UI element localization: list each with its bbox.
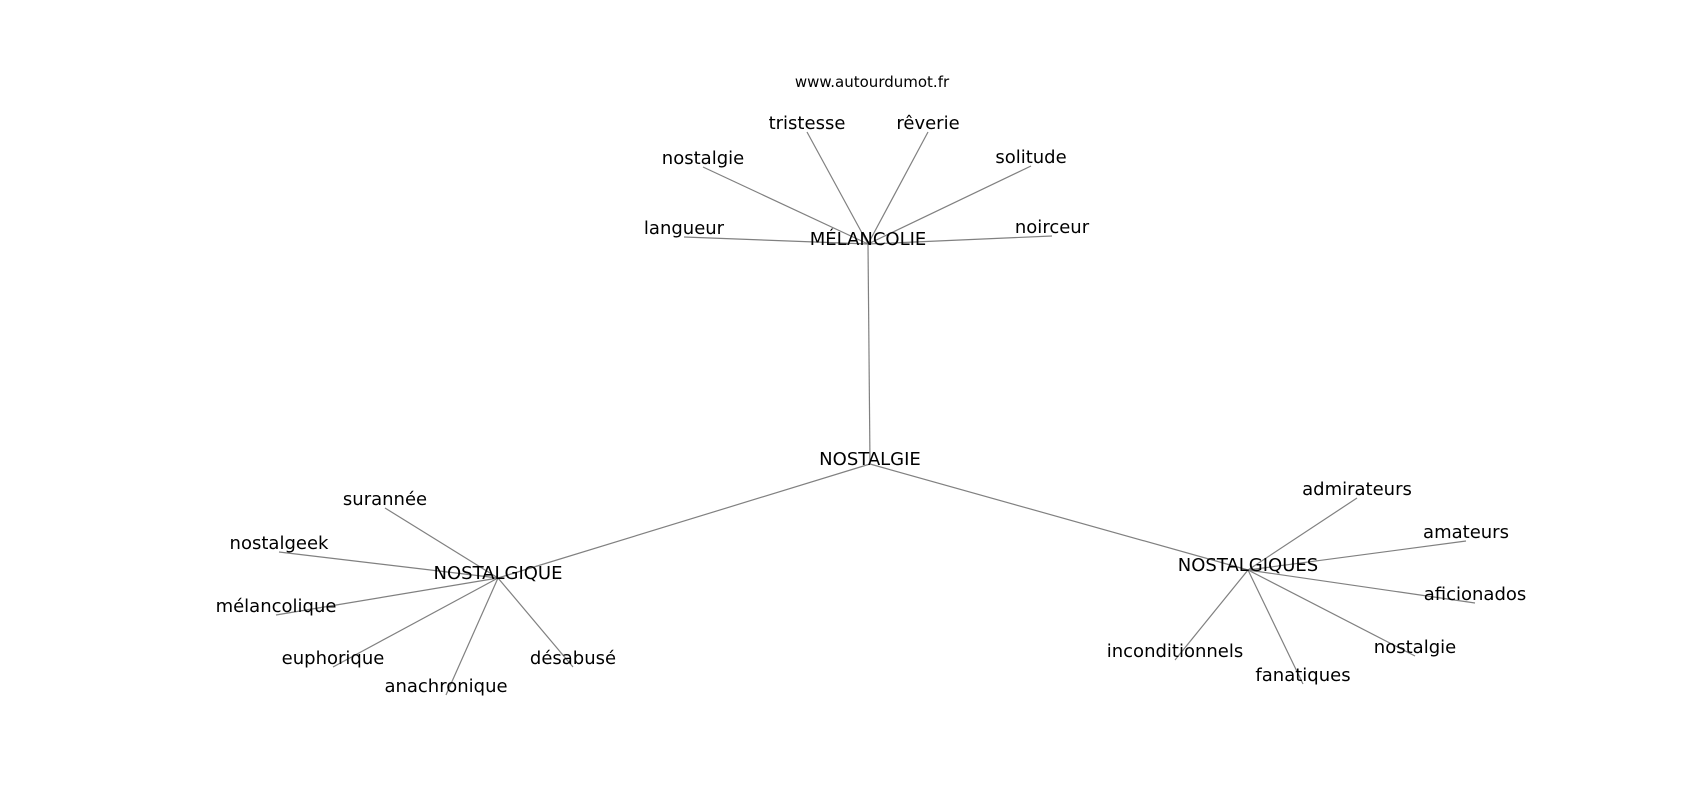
- edge-nostalgiques-leaf: [1247, 540, 1467, 571]
- hub-node-melancolie[interactable]: MÉLANCOLIE: [809, 229, 927, 250]
- leaf-node[interactable]: tristesse: [768, 113, 846, 134]
- leaf-node[interactable]: admirateurs: [1302, 479, 1412, 500]
- hub-node-nostalgiques[interactable]: NOSTALGIQUES: [1177, 555, 1319, 576]
- edge-nostalgiques-leaf: [1247, 569, 1416, 657]
- edge-melancolie-leaf: [702, 166, 869, 245]
- edge-nostalgiques-leaf: [1247, 569, 1476, 604]
- leaf-node[interactable]: nostalgie: [661, 148, 745, 169]
- leaf-node[interactable]: fanatiques: [1255, 665, 1351, 686]
- site-label: www.autourdumot.fr: [794, 73, 950, 91]
- edge-nostalgique-leaf: [384, 507, 499, 579]
- leaf-node[interactable]: inconditionnels: [1106, 641, 1244, 662]
- leaf-node[interactable]: anachronique: [384, 676, 508, 697]
- edge-nostalgiques-leaf: [1247, 497, 1358, 571]
- leaf-node[interactable]: langueur: [643, 218, 725, 239]
- root-node[interactable]: NOSTALGIE: [819, 449, 921, 470]
- edge-nostalgique-leaf: [275, 577, 499, 616]
- edge-nostalgique-leaf: [445, 577, 499, 696]
- edge-nostalgique-leaf: [278, 551, 499, 579]
- leaf-node[interactable]: amateurs: [1423, 522, 1509, 543]
- edge-melancolie-leaf: [683, 236, 869, 245]
- leaf-node[interactable]: surannée: [342, 489, 428, 510]
- edge-nostalgiques-leaf: [1174, 569, 1249, 661]
- edge-melancolie-leaf: [806, 131, 869, 245]
- edge-melancolie-leaf: [867, 131, 929, 245]
- leaf-node[interactable]: nostalgie: [1373, 637, 1457, 658]
- edge-nostalgiques-leaf: [1247, 569, 1304, 685]
- leaf-node[interactable]: noirceur: [1014, 217, 1090, 238]
- leaf-node[interactable]: mélancolique: [215, 596, 337, 617]
- leaf-node[interactable]: désabusé: [529, 648, 617, 669]
- edge-nostalgique-leaf: [332, 577, 499, 668]
- edge-root-melancolie: [867, 243, 871, 465]
- edge-melancolie-leaf: [867, 235, 1053, 245]
- leaf-node[interactable]: nostalgeek: [229, 533, 329, 554]
- hub-node-nostalgique[interactable]: NOSTALGIQUE: [433, 563, 563, 584]
- edge-root-nostalgique: [497, 463, 871, 579]
- leaf-node[interactable]: rêverie: [896, 113, 960, 134]
- edge-nostalgique-leaf: [497, 577, 574, 668]
- leaf-node[interactable]: aficionados: [1423, 584, 1527, 605]
- leaf-node[interactable]: solitude: [995, 147, 1067, 168]
- edge-root-nostalgiques: [869, 463, 1249, 571]
- leaf-node[interactable]: euphorique: [281, 648, 385, 669]
- edge-melancolie-leaf: [867, 165, 1032, 245]
